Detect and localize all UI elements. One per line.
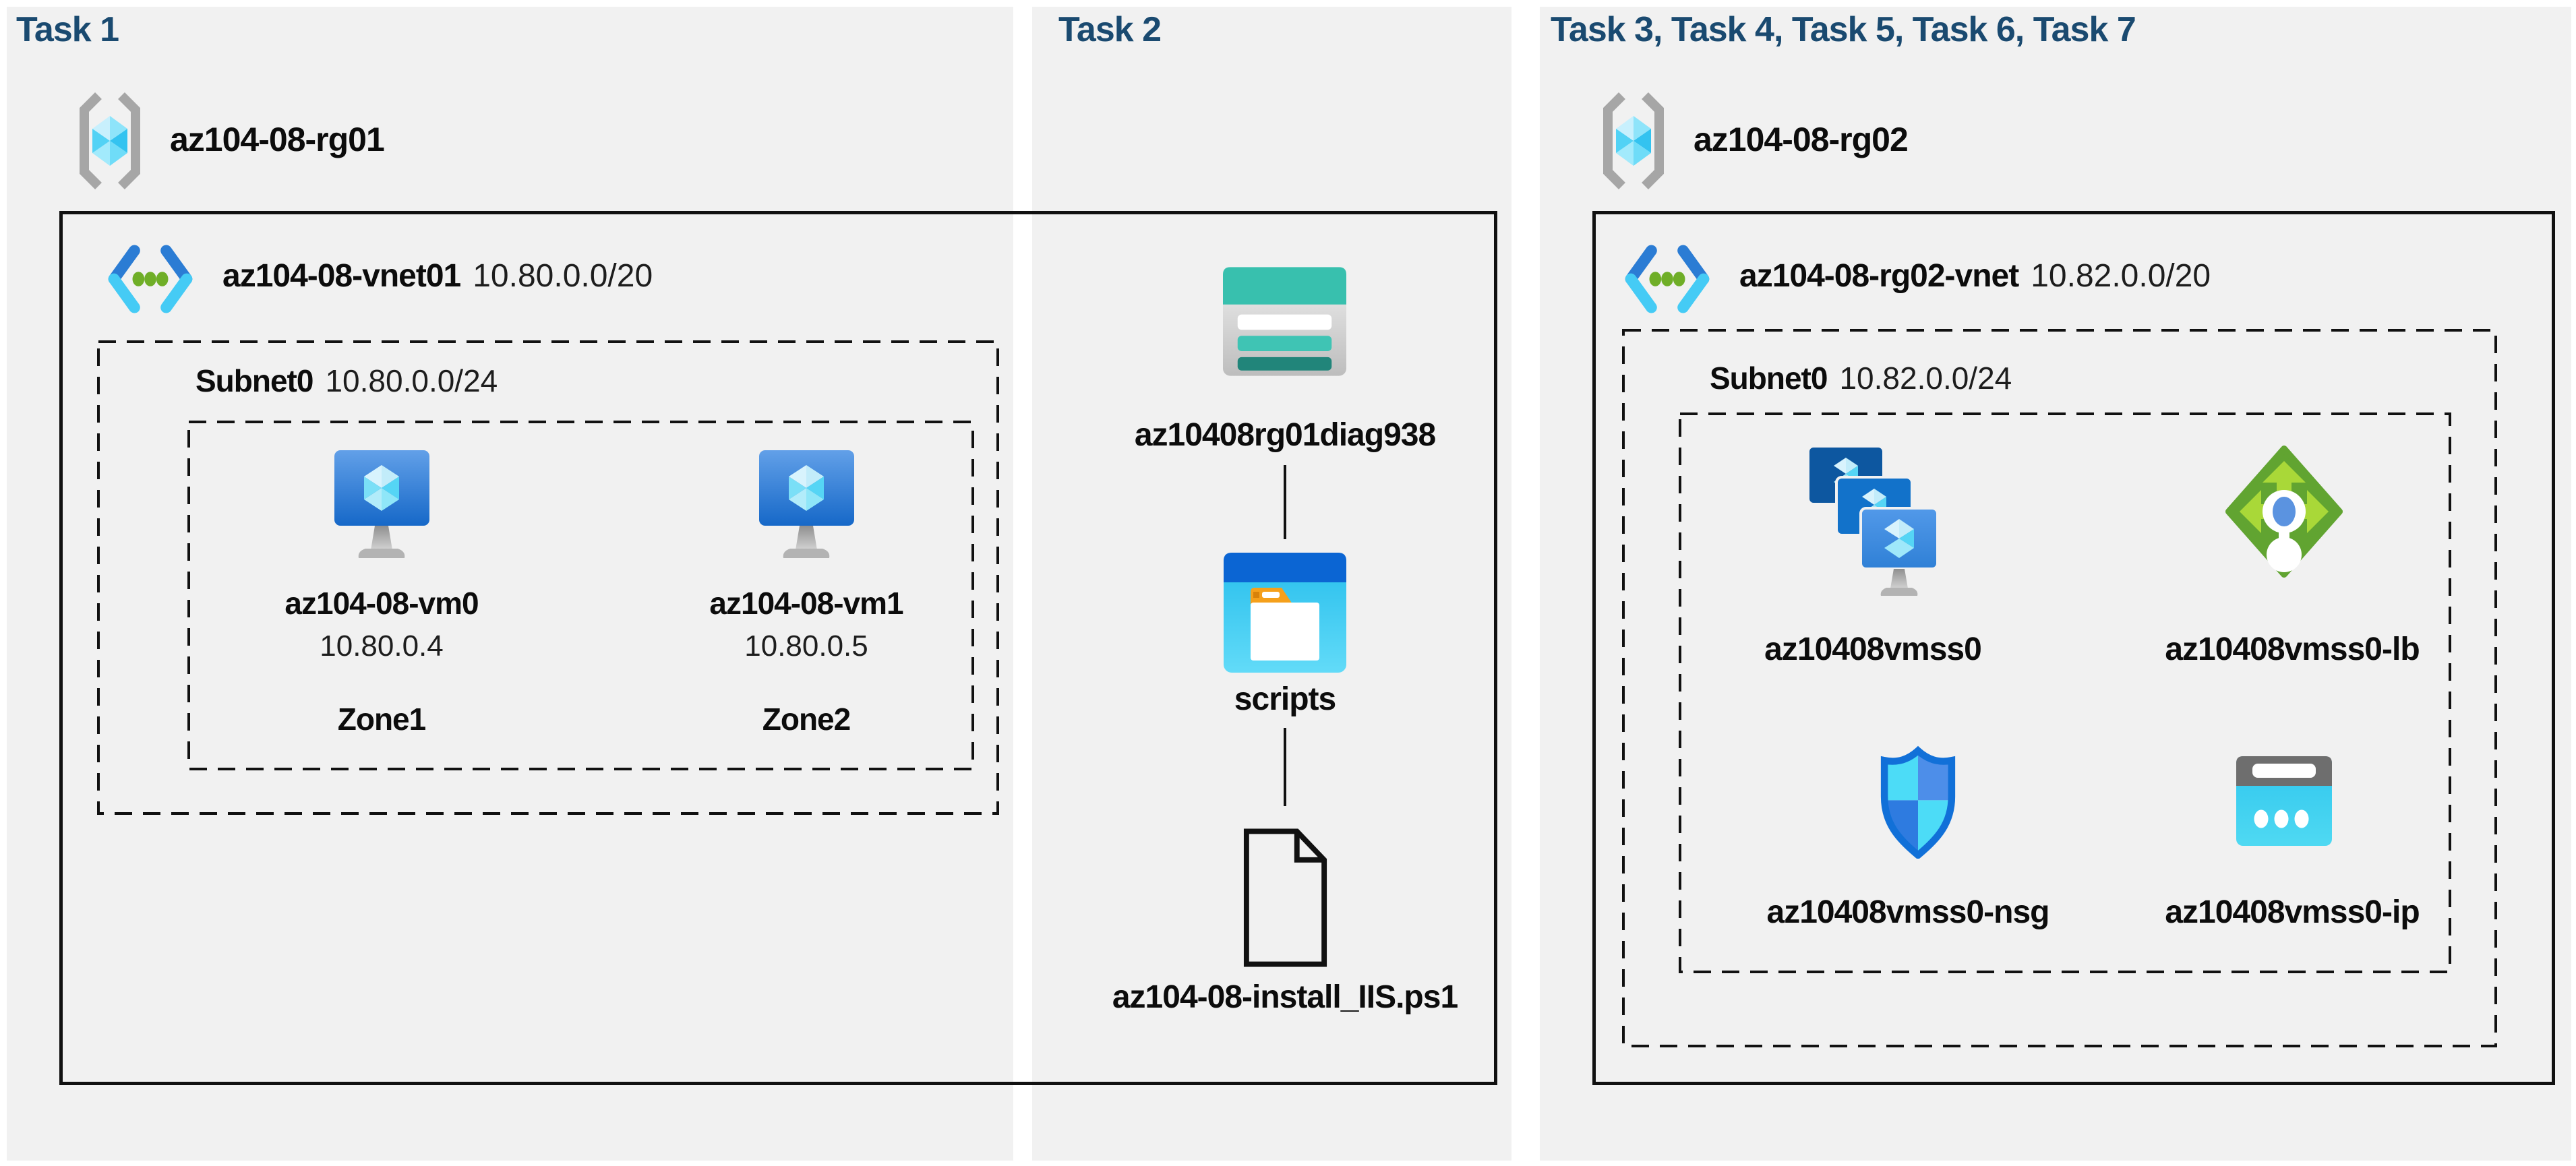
vnet-label: az104-08-vnet01 10.80.0.0/20 [222, 257, 653, 295]
vnet-name: az104-08-vnet01 [222, 258, 461, 294]
vnet-cidr: 10.80.0.0/20 [473, 258, 653, 294]
virtual-network-icon [1618, 244, 1716, 314]
resource-group-box-task3 [1679, 412, 2451, 973]
task1-panel [7, 7, 1013, 1161]
resource-group-name: az104-08-rg02 [1694, 121, 1909, 158]
vnet-name: az104-08-rg02-vnet [1739, 258, 2019, 294]
load-balancer-icon [2225, 445, 2343, 578]
public-ip-icon [2236, 756, 2332, 846]
subnet-cidr: 10.82.0.0/24 [1839, 361, 2012, 396]
vm-zone: Zone1 [337, 702, 426, 737]
load-balancer-name: az10408vmss0-lb [2165, 632, 2420, 667]
subnet-box-task1 [97, 340, 999, 815]
script-file-name: az104-08-install_IIS.ps1 [1112, 979, 1458, 1015]
task3-panel [1540, 7, 2571, 1161]
public-ip-name: az10408vmss0-ip [2165, 894, 2420, 930]
vm-ip: 10.80.0.4 [320, 630, 444, 663]
subnet-name: Subnet0 [1710, 361, 1828, 396]
virtual-machine-icon [333, 449, 431, 563]
vnet-box-task1 [59, 211, 1497, 1085]
task1-title: Task 1 [16, 10, 119, 49]
vmss-name: az10408vmss0 [1764, 632, 1982, 667]
nsg-name: az10408vmss0-nsg [1766, 894, 2050, 930]
subnet-label: Subnet0 10.80.0.0/24 [196, 363, 498, 399]
vm-ip: 10.80.0.5 [744, 630, 868, 663]
storage-account-name: az10408rg01diag938 [1134, 417, 1436, 453]
script-file-icon [1240, 826, 1330, 969]
vnet-cidr: 10.82.0.0/20 [2031, 258, 2211, 294]
subnet-cidr: 10.80.0.0/24 [325, 363, 498, 398]
vm-name: az104-08-vm0 [284, 586, 479, 621]
scripts-folder-icon [1224, 553, 1346, 673]
task3-title: Task 3, Task 4, Task 5, Task 6, Task 7 [1551, 10, 2136, 49]
virtual-network-icon [101, 244, 200, 314]
vm-zone: Zone2 [762, 702, 851, 737]
nsg-icon [1865, 745, 1971, 859]
vnet-label: az104-08-rg02-vnet 10.82.0.0/20 [1739, 257, 2211, 295]
vnet-box-task3 [1592, 211, 2555, 1085]
subnet-label: Subnet0 10.82.0.0/24 [1710, 360, 2012, 396]
storage-account-icon [1223, 267, 1346, 376]
subnet-name: Subnet0 [196, 363, 313, 398]
task2-title: Task 2 [1058, 10, 1162, 49]
scripts-folder-name: scripts [1234, 681, 1336, 717]
vm-name: az104-08-vm1 [709, 586, 903, 621]
vmss-icon [1805, 443, 1940, 602]
subnet-box-task3 [1622, 329, 2497, 1047]
resource-group-name: az104-08-rg01 [170, 121, 385, 158]
virtual-machine-icon [758, 449, 856, 563]
